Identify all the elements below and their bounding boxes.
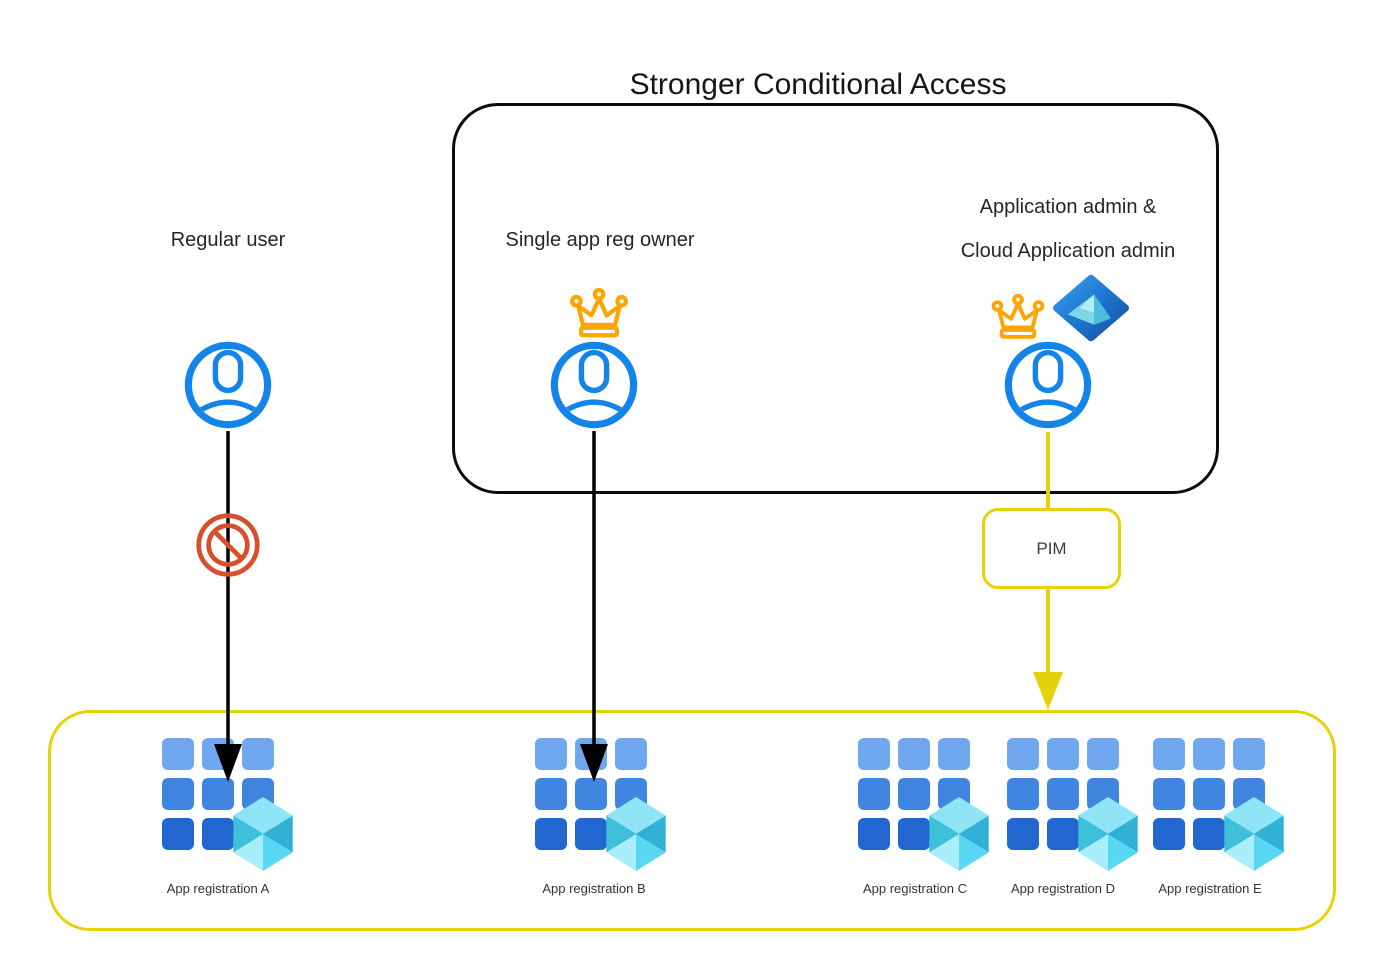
single-app-reg-owner-icon: [549, 340, 639, 430]
app-registration-label: App registration C: [862, 881, 968, 896]
blocked-icon: [194, 511, 262, 579]
app-registration-label: App registration D: [1010, 881, 1116, 896]
cube-icon: [926, 797, 992, 871]
app-registration-label: App registration E: [1158, 881, 1262, 896]
cube-icon: [1075, 797, 1141, 871]
azure-ad-icon: [1051, 274, 1131, 342]
conditional-access-group-box: [452, 103, 1219, 494]
regular-user-label: Regular user: [170, 229, 286, 251]
app-admin-user-icon: [1003, 340, 1093, 430]
cube-icon: [230, 797, 296, 871]
app-admin-label-line1: Application admin &: [979, 196, 1157, 218]
regular-user-icon: [183, 340, 273, 430]
pim-label: PIM: [1036, 538, 1067, 558]
crown-icon: [566, 287, 632, 342]
pim-box: PIM: [982, 508, 1121, 589]
app-admin-label-line2: Cloud Application admin: [960, 240, 1176, 262]
single-app-reg-owner-label: Single app reg owner: [505, 229, 695, 251]
cube-icon: [603, 797, 669, 871]
crown-icon: [988, 293, 1048, 343]
diagram-title: Stronger Conditional Access: [629, 68, 1007, 101]
app-registration-label: App registration A: [166, 881, 270, 896]
cube-icon: [1221, 797, 1287, 871]
app-registration-label: App registration B: [542, 881, 646, 896]
